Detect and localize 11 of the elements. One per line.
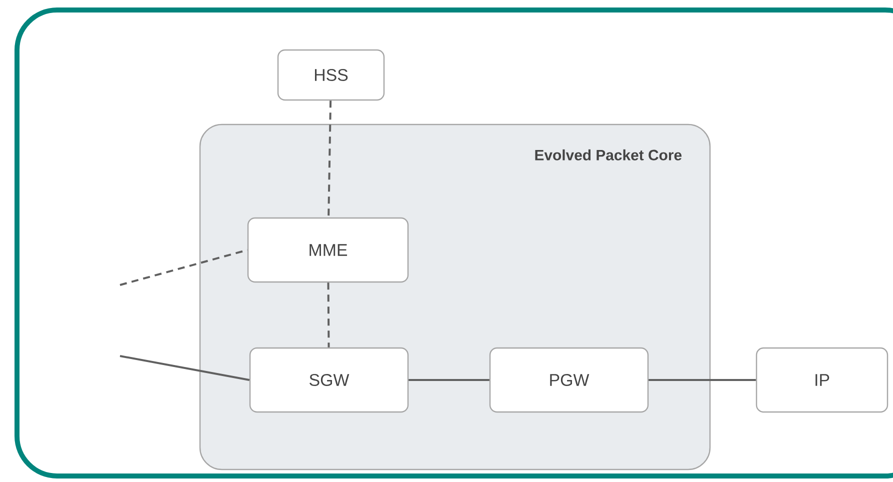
- network-box: SGW: [249, 347, 409, 413]
- connector-line: [327, 282, 330, 348]
- connector-line: [408, 379, 490, 381]
- network-box: IP: [756, 347, 888, 413]
- connector-line: [328, 100, 332, 218]
- connector-line: [120, 355, 250, 381]
- network-box: HSS: [277, 49, 385, 101]
- network-box: MME: [247, 217, 409, 283]
- network-box: PGW: [489, 347, 649, 413]
- connector-line: [120, 249, 248, 286]
- connector-line: [648, 379, 756, 381]
